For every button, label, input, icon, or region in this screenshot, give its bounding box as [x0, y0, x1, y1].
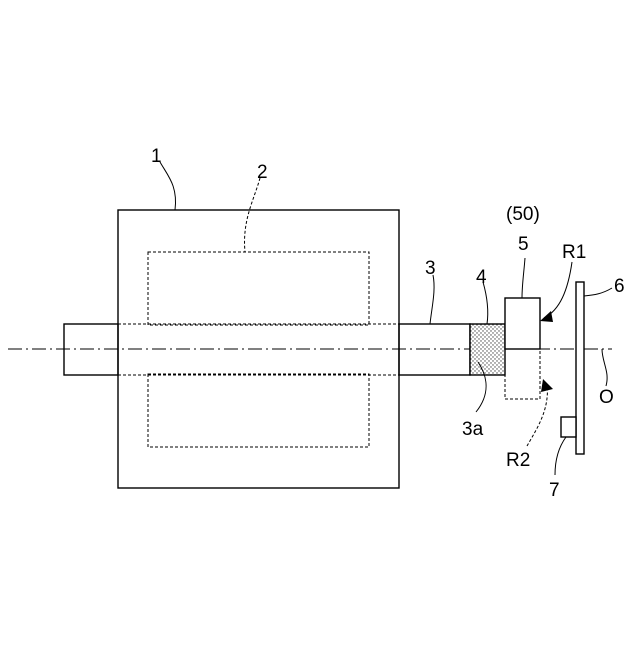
label-50: (50): [506, 204, 540, 225]
label-R1: R1: [562, 242, 586, 263]
label-1: 1: [151, 146, 162, 167]
holder-solid: [505, 298, 540, 349]
leader-R2: [527, 384, 547, 446]
label-6: 6: [614, 276, 625, 297]
leader-2: [245, 178, 260, 252]
sensor: [561, 417, 576, 437]
label-3: 3: [425, 258, 436, 279]
leader-6: [584, 288, 612, 296]
leader-7: [555, 437, 566, 475]
leader-5: [522, 258, 525, 298]
label-R2: R2: [506, 450, 530, 471]
holder-dashed: [505, 349, 540, 399]
rotor-upper: [148, 252, 369, 325]
leader-O: [602, 349, 607, 386]
leader-4: [483, 282, 488, 324]
leader-1: [160, 162, 176, 210]
leader-3: [430, 275, 434, 324]
label-O: O: [599, 387, 614, 408]
label-7: 7: [549, 480, 560, 501]
label-3a: 3a: [462, 419, 484, 440]
arrowhead-R2: [541, 379, 553, 392]
arrowhead-R1: [540, 311, 553, 322]
label-5: 5: [518, 234, 529, 255]
rotor-lower: [148, 374, 369, 447]
leader-R1: [544, 262, 572, 318]
magnet: [470, 324, 505, 375]
circuit-board: [576, 282, 584, 454]
label-2: 2: [257, 162, 268, 183]
label-4: 4: [476, 267, 487, 288]
